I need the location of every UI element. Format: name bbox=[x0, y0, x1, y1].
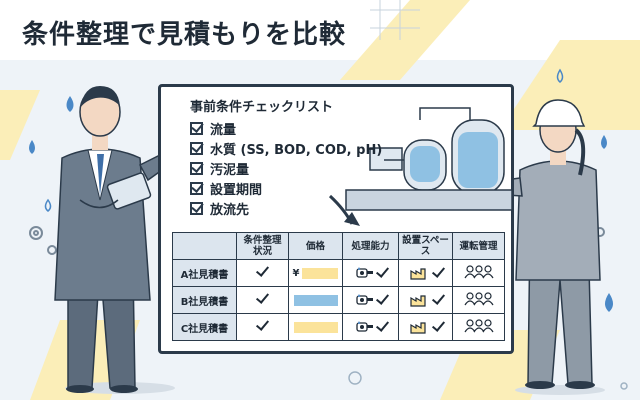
check-icon[interactable] bbox=[190, 161, 203, 175]
checklist-item-label: 汚泥量 bbox=[210, 162, 250, 178]
table-corner bbox=[172, 232, 237, 260]
row-header: A社見積書 bbox=[172, 259, 237, 287]
check-icon bbox=[255, 262, 270, 277]
page-title: 条件整理で見積もりを比較 bbox=[22, 20, 347, 50]
comparison-table: 条件整理 状況 価格 処理能力 設置スペース 運転管理 A社見積書 ¥ B社見積… bbox=[172, 232, 505, 341]
checklist-item[interactable]: 放流先 bbox=[190, 200, 250, 218]
operation-cell bbox=[452, 313, 505, 341]
check-icon[interactable] bbox=[190, 121, 203, 135]
factory-icon bbox=[409, 268, 426, 280]
price-cell: ¥ bbox=[288, 259, 343, 287]
row-header: C社見積書 bbox=[172, 313, 237, 341]
checklist-item[interactable]: 水質 (SS, BOD, COD, pH) bbox=[190, 140, 383, 158]
engineer-illustration bbox=[478, 99, 601, 389]
operation-cell bbox=[452, 286, 505, 314]
checklist-item-label: 流量 bbox=[210, 122, 237, 138]
space-cell bbox=[398, 259, 453, 287]
businessman-illustration bbox=[54, 86, 186, 393]
table-row[interactable]: B社見積書 bbox=[172, 286, 505, 314]
capacity-cell bbox=[342, 286, 399, 314]
column-header: 運転管理 bbox=[452, 232, 505, 260]
checklist-item[interactable]: 設置期間 bbox=[190, 180, 263, 198]
people-icon bbox=[463, 318, 494, 332]
space-cell bbox=[398, 286, 453, 314]
yen-symbol: ¥ bbox=[292, 267, 300, 279]
check-icon bbox=[255, 289, 270, 304]
check-icon bbox=[375, 291, 389, 305]
price-cell bbox=[288, 313, 343, 341]
space-cell bbox=[398, 313, 453, 341]
check-icon[interactable] bbox=[190, 201, 203, 215]
checklist-item[interactable]: 汚泥量 bbox=[190, 160, 250, 178]
check-icon bbox=[375, 318, 389, 332]
checklist-item-label: 設置期間 bbox=[210, 182, 263, 198]
price-bar bbox=[302, 267, 339, 279]
column-header: 処理能力 bbox=[342, 232, 399, 260]
people-icon bbox=[463, 291, 494, 305]
people-icon bbox=[463, 264, 494, 278]
checklist-item-label: 水質 (SS, BOD, COD, pH) bbox=[210, 142, 383, 158]
check-icon bbox=[431, 264, 445, 278]
checklist-item[interactable]: 流量 bbox=[190, 120, 237, 138]
capacity-cell bbox=[342, 313, 399, 341]
capacity-cell bbox=[342, 259, 399, 287]
check-icon bbox=[431, 291, 445, 305]
operation-cell bbox=[452, 259, 505, 287]
check-icon[interactable] bbox=[190, 181, 203, 195]
price-bar bbox=[293, 294, 338, 306]
pump-icon bbox=[355, 267, 373, 278]
column-header: 条件整理 状況 bbox=[236, 232, 289, 260]
price-bar bbox=[293, 321, 338, 333]
pump-icon bbox=[355, 294, 373, 305]
column-header: 設置スペース bbox=[398, 232, 453, 260]
check-icon[interactable] bbox=[190, 141, 203, 155]
factory-icon bbox=[409, 322, 426, 334]
status-cell bbox=[236, 286, 289, 314]
check-icon bbox=[375, 264, 389, 278]
row-header: B社見積書 bbox=[172, 286, 237, 314]
column-header: 価格 bbox=[288, 232, 343, 260]
check-icon bbox=[431, 318, 445, 332]
factory-icon bbox=[409, 295, 426, 307]
table-row[interactable]: C社見積書 bbox=[172, 313, 505, 341]
status-cell bbox=[236, 259, 289, 287]
check-icon bbox=[255, 316, 270, 331]
price-cell bbox=[288, 286, 343, 314]
table-row[interactable]: A社見積書 ¥ bbox=[172, 259, 505, 287]
pump-icon bbox=[355, 321, 373, 332]
checklist-item-label: 放流先 bbox=[210, 202, 250, 218]
checklist-title: 事前条件チェックリスト bbox=[190, 100, 334, 115]
status-cell bbox=[236, 313, 289, 341]
